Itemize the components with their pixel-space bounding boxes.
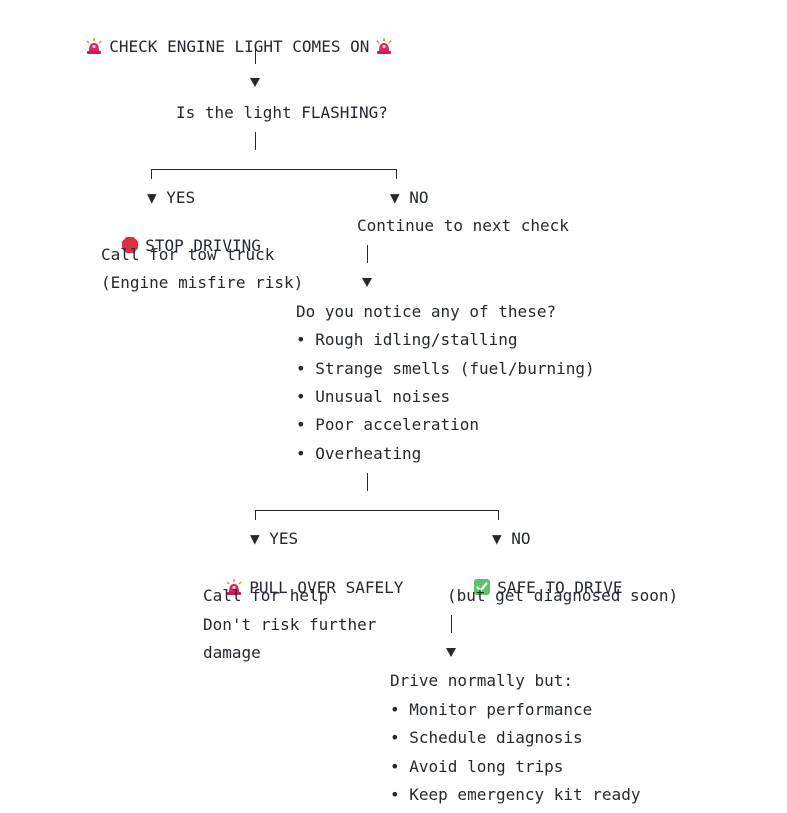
connector-line	[367, 245, 368, 263]
pull-over-label: PULL OVER SAFELY	[249, 578, 404, 597]
red-circle-icon	[122, 237, 139, 253]
start-label: CHECK ENGINE LIGHT COMES ON	[109, 37, 370, 56]
symptom-item: • Unusual noises	[296, 387, 451, 406]
stop-driving-label: STOP DRIVING	[145, 236, 261, 255]
yes2-line-3: damage	[203, 643, 261, 662]
down-arrow	[250, 78, 260, 87]
symptom-item: • Poor acceleration	[296, 415, 480, 434]
final-item: • Monitor performance	[390, 700, 593, 719]
yes2-line-1: Call for help	[203, 586, 329, 605]
branch-no-label: ▼ NO	[390, 188, 429, 207]
no2-line-1: (but get diagnosed soon)	[447, 586, 679, 605]
stop-driving-node: STOP DRIVING	[102, 216, 261, 255]
question-flashing: Is the light FLASHING?	[176, 103, 388, 122]
connector-line	[367, 473, 368, 491]
safe-to-drive-label: SAFE TO DRIVE	[497, 578, 623, 597]
siren-icon	[226, 579, 242, 595]
yes2-line-2: Don't risk further	[203, 615, 377, 634]
down-arrow	[362, 278, 372, 287]
siren-icon	[376, 38, 392, 54]
question-symptoms: Do you notice any of these?	[296, 302, 557, 321]
symptom-item: • Overheating	[296, 444, 422, 463]
final-item: • Keep emergency kit ready	[390, 785, 641, 804]
connector-line	[451, 615, 452, 633]
yes1-line-2: (Engine misfire risk)	[101, 273, 304, 292]
continue-check-label: Continue to next check	[357, 216, 569, 235]
connector-line	[255, 132, 256, 150]
down-arrow	[446, 648, 456, 657]
branch-connector	[255, 510, 499, 520]
yes1-line-1: Call for tow truck	[101, 245, 275, 264]
pull-over-node: PULL OVER SAFELY	[206, 558, 403, 597]
symptom-item: • Strange smells (fuel/burning)	[296, 359, 595, 378]
check-mark-icon	[474, 579, 491, 595]
connector-line	[255, 46, 256, 64]
branch-connector	[151, 169, 397, 179]
branch-no-label: ▼ NO	[492, 529, 531, 548]
branch-yes-label: ▼ YES	[250, 529, 299, 548]
branch-yes-label: ▼ YES	[147, 188, 196, 207]
start-node: CHECK ENGINE LIGHT COMES ON	[66, 17, 393, 56]
final-item: • Schedule diagnosis	[390, 728, 583, 747]
siren-icon	[86, 38, 102, 54]
final-item: • Avoid long trips	[390, 757, 564, 776]
final-heading: Drive normally but:	[390, 671, 574, 690]
symptom-item: • Rough idling/stalling	[296, 330, 518, 349]
safe-to-drive-node: SAFE TO DRIVE	[454, 558, 623, 597]
